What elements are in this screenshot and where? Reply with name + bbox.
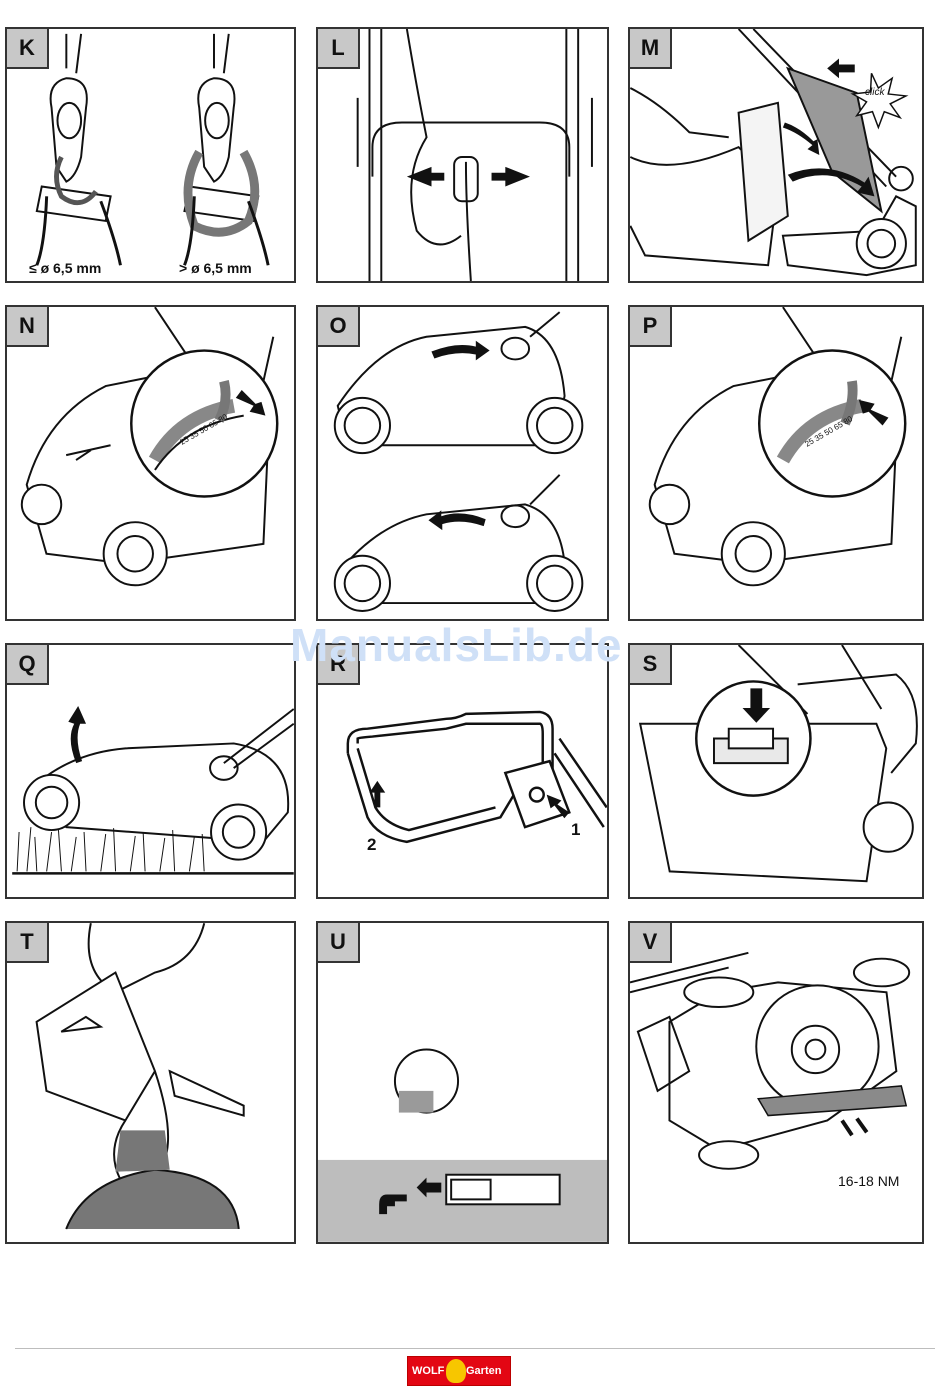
wolf-garten-logo: WOLF Garten <box>407 1356 511 1386</box>
panel-label: O <box>318 307 360 347</box>
blade-replacement-illustration <box>630 923 922 1242</box>
panel-label: N <box>7 307 49 347</box>
panel-label: P <box>630 307 672 347</box>
height-adjust-lower-illustration <box>7 307 294 619</box>
panel-label: M <box>630 29 672 69</box>
panel-u: U <box>316 921 609 1244</box>
empty-grass-bag-illustration <box>7 923 294 1242</box>
panel-k: K ≤ ø 6,5 mm > ø 6,5 mm <box>5 27 296 283</box>
panel-label: Q <box>7 645 49 685</box>
panel-o: O <box>316 305 609 621</box>
cable-hook-illustration <box>7 29 294 281</box>
footer-divider <box>15 1348 935 1349</box>
step-1-marker: 1 <box>571 820 580 840</box>
mowing-edge-illustration <box>318 923 607 1242</box>
panel-p: P 25 35 50 65 80 <box>628 305 924 621</box>
height-lever-direction-illustration <box>318 307 607 619</box>
panel-label: L <box>318 29 360 69</box>
panel-label: V <box>630 923 672 963</box>
height-adjust-raise-illustration <box>630 307 922 619</box>
cable-large-diameter-note: > ø 6,5 mm <box>179 260 252 276</box>
panel-label: S <box>630 645 672 685</box>
fox-icon <box>446 1359 466 1383</box>
tilt-mower-illustration <box>7 645 294 897</box>
handle-fold-illustration <box>318 645 607 897</box>
panel-v: V 16-18 NM <box>628 921 924 1244</box>
panel-s: S <box>628 643 924 899</box>
panel-r: R 1 2 <box>316 643 609 899</box>
panel-label: T <box>7 923 49 963</box>
brand-right: Garten <box>466 1365 501 1377</box>
panel-q: Q <box>5 643 296 899</box>
torque-spec: 16-18 NM <box>838 1173 899 1189</box>
cable-small-diameter-note: ≤ ø 6,5 mm <box>29 260 101 276</box>
grass-bag-full-indicator-illustration <box>630 645 922 897</box>
panel-label: K <box>7 29 49 69</box>
handle-cable-clip-illustration <box>318 29 607 281</box>
brand-left: WOLF <box>412 1365 444 1377</box>
panel-t: T <box>5 921 296 1244</box>
panel-l: L <box>316 27 609 283</box>
step-2-marker: 2 <box>367 835 376 855</box>
panel-label: U <box>318 923 360 963</box>
panel-m: M click <box>628 27 924 283</box>
panel-n: N 25 35 50 65 80 <box>5 305 296 621</box>
click-note: click <box>865 87 884 98</box>
grass-bag-attach-illustration <box>630 29 922 281</box>
watermark: ManualsLib.de <box>290 618 622 672</box>
